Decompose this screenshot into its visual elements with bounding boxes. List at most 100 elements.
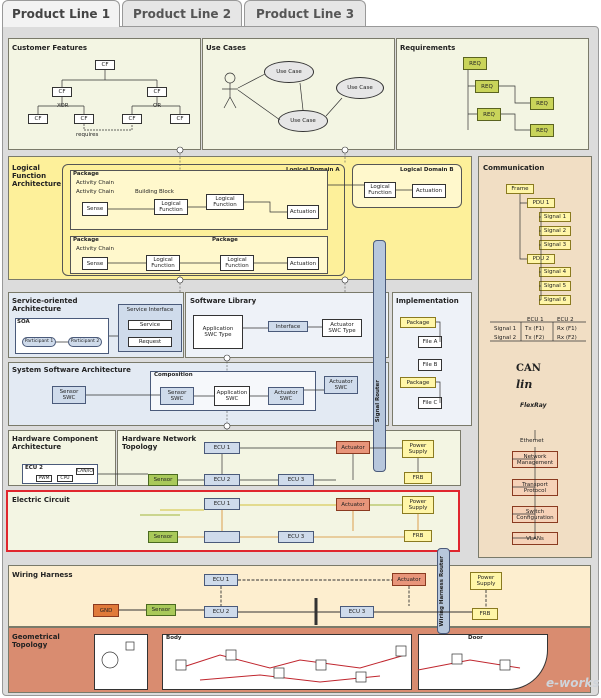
app-swc-type[interactable]: Application SWC Type [193,315,243,349]
file-a[interactable]: File A [418,336,442,348]
requires-label: requires [76,132,99,138]
gnd-box[interactable]: GND [93,604,119,617]
logical-function-4[interactable]: Logical Function [220,255,254,271]
hw-ecu3[interactable]: ECU 3 [278,474,314,486]
cf-left[interactable]: CF [52,87,72,97]
comm-row2-rx: Rx (F2) [557,335,577,341]
participant-2[interactable]: Participant 2 [68,337,102,347]
sensor-swc[interactable]: Sensor SWC [52,386,86,404]
ec-ecu3[interactable]: ECU 3 [278,531,314,543]
actuation-b[interactable]: Actuation [412,184,446,198]
ec-ecu2[interactable] [204,531,240,543]
logical-function-1[interactable]: Logical Function [154,199,188,215]
cf-lr[interactable]: CF [74,114,94,124]
ec-frb[interactable]: FRB [404,530,432,542]
soa-label: SOA [17,319,30,325]
hw-frb[interactable]: FRB [404,472,432,484]
comm-row1-tx: Tx (F1) [525,326,545,332]
req-3[interactable]: REQ [530,97,554,110]
cf-right[interactable]: CF [147,87,167,97]
comp-app-swc[interactable]: Application SWC [214,386,250,406]
logical-function-b[interactable]: Logical Function [364,182,396,198]
flexray-logo: FlexRay [520,402,547,409]
wiring-harness-title: Wiring Harness [12,571,73,579]
wh-sensor[interactable]: Sensor [146,604,176,616]
ecu2-comp-label: ECU 2 [25,465,44,471]
package-2 [70,236,328,274]
cpu-box[interactable]: CPU [57,475,73,482]
geometrical-title: Geometrical Topology [12,633,60,649]
ethernet-label: Ethernet [520,438,544,444]
actuator-swc-type[interactable]: Actuator SWC Type [322,319,362,337]
customer-features-panel [8,38,201,150]
ec-sensor[interactable]: Sensor [148,531,178,543]
sense-2[interactable]: Sense [82,257,108,270]
actuation-2[interactable]: Actuation [287,257,319,270]
impl-package-1[interactable]: Package [400,317,436,328]
logical-function-title: Logical Function Architecture [12,164,62,188]
use-case-2[interactable]: Use Case [336,77,384,99]
ec-power-supply[interactable]: Power Supply [402,496,434,514]
interface-box[interactable]: Interface [268,321,308,332]
req-4[interactable]: REQ [477,108,501,121]
request-box[interactable]: Request [128,337,172,347]
wh-power-supply[interactable]: Power Supply [470,572,502,590]
hw-actuator[interactable]: Actuator [336,441,370,454]
impl-package-2[interactable]: Package [400,377,436,388]
tab-product-line-3[interactable]: Product Line 3 [244,0,366,26]
comm-table-ecu2: ECU 2 [557,317,574,323]
tab-product-line-1[interactable]: Product Line 1 [2,0,120,27]
wiring-router-bar [437,548,450,634]
use-case-1[interactable]: Use Case [264,61,314,83]
activity-chain-2: Activity Chain [76,246,115,252]
hw-ecu1[interactable]: ECU 1 [204,442,240,454]
comp-sensor-swc[interactable]: Sensor SWC [160,387,194,405]
lin-logo: lin [516,378,533,391]
implementation-title: Implementation [396,297,459,305]
participant-1[interactable]: Participant 1 [22,337,56,347]
building-block-label: Building Block [135,189,174,195]
hw-sensor[interactable]: Sensor [148,474,178,486]
actuation-1[interactable]: Actuation [287,205,319,219]
ec-ecu1[interactable]: ECU 1 [204,498,240,510]
actuator-swc[interactable]: Actuator SWC [324,376,358,394]
cf-ll[interactable]: CF [28,114,48,124]
cf-rr[interactable]: CF [170,114,190,124]
package-1-label: Package [73,171,99,177]
package-1 [70,170,328,230]
sense-1[interactable]: Sense [82,202,108,216]
system-software-title: System Software Architecture [12,366,131,374]
canio-box[interactable]: CAN/IO [76,468,94,475]
hw-power-supply[interactable]: Power Supply [402,440,434,458]
logical-function-3[interactable]: Logical Function [146,255,180,271]
soa-box [15,318,109,354]
hw-ecu2[interactable]: ECU 2 [204,474,240,486]
service-box[interactable]: Service [128,320,172,330]
pwm-box[interactable]: PWM [36,475,52,482]
geo-body-label: Body [166,635,182,641]
req-1[interactable]: REQ [463,57,487,70]
frame-box[interactable]: Frame [506,184,534,194]
wh-frb[interactable]: FRB [472,608,498,620]
ec-actuator[interactable]: Actuator [336,498,370,511]
file-b[interactable]: File B [418,359,442,371]
wh-ecu2[interactable]: ECU 2 [204,606,238,618]
req-5[interactable]: REQ [530,124,554,137]
customer-features-title: Customer Features [12,44,88,52]
composition-label: Composition [154,372,193,378]
comp-actuator-swc[interactable]: Actuator SWC [268,387,304,405]
tab-product-line-2[interactable]: Product Line 2 [122,0,242,26]
cf-root[interactable]: CF [95,60,115,70]
use-case-3[interactable]: Use Case [278,110,328,132]
activity-chain-1b: Activity Chain [76,189,115,195]
pdu1-box[interactable]: PDU 1 [527,198,555,208]
wh-ecu1[interactable]: ECU 1 [204,574,238,586]
use-cases-title: Use Cases [206,44,246,52]
wh-actuator[interactable]: Actuator [392,573,426,586]
cf-rl[interactable]: CF [122,114,142,124]
logical-function-2[interactable]: Logical Function [206,194,244,210]
file-c[interactable]: File C [418,397,442,409]
wh-ecu3[interactable]: ECU 3 [340,606,374,618]
requirements-title: Requirements [400,44,456,52]
req-2[interactable]: REQ [475,80,499,93]
